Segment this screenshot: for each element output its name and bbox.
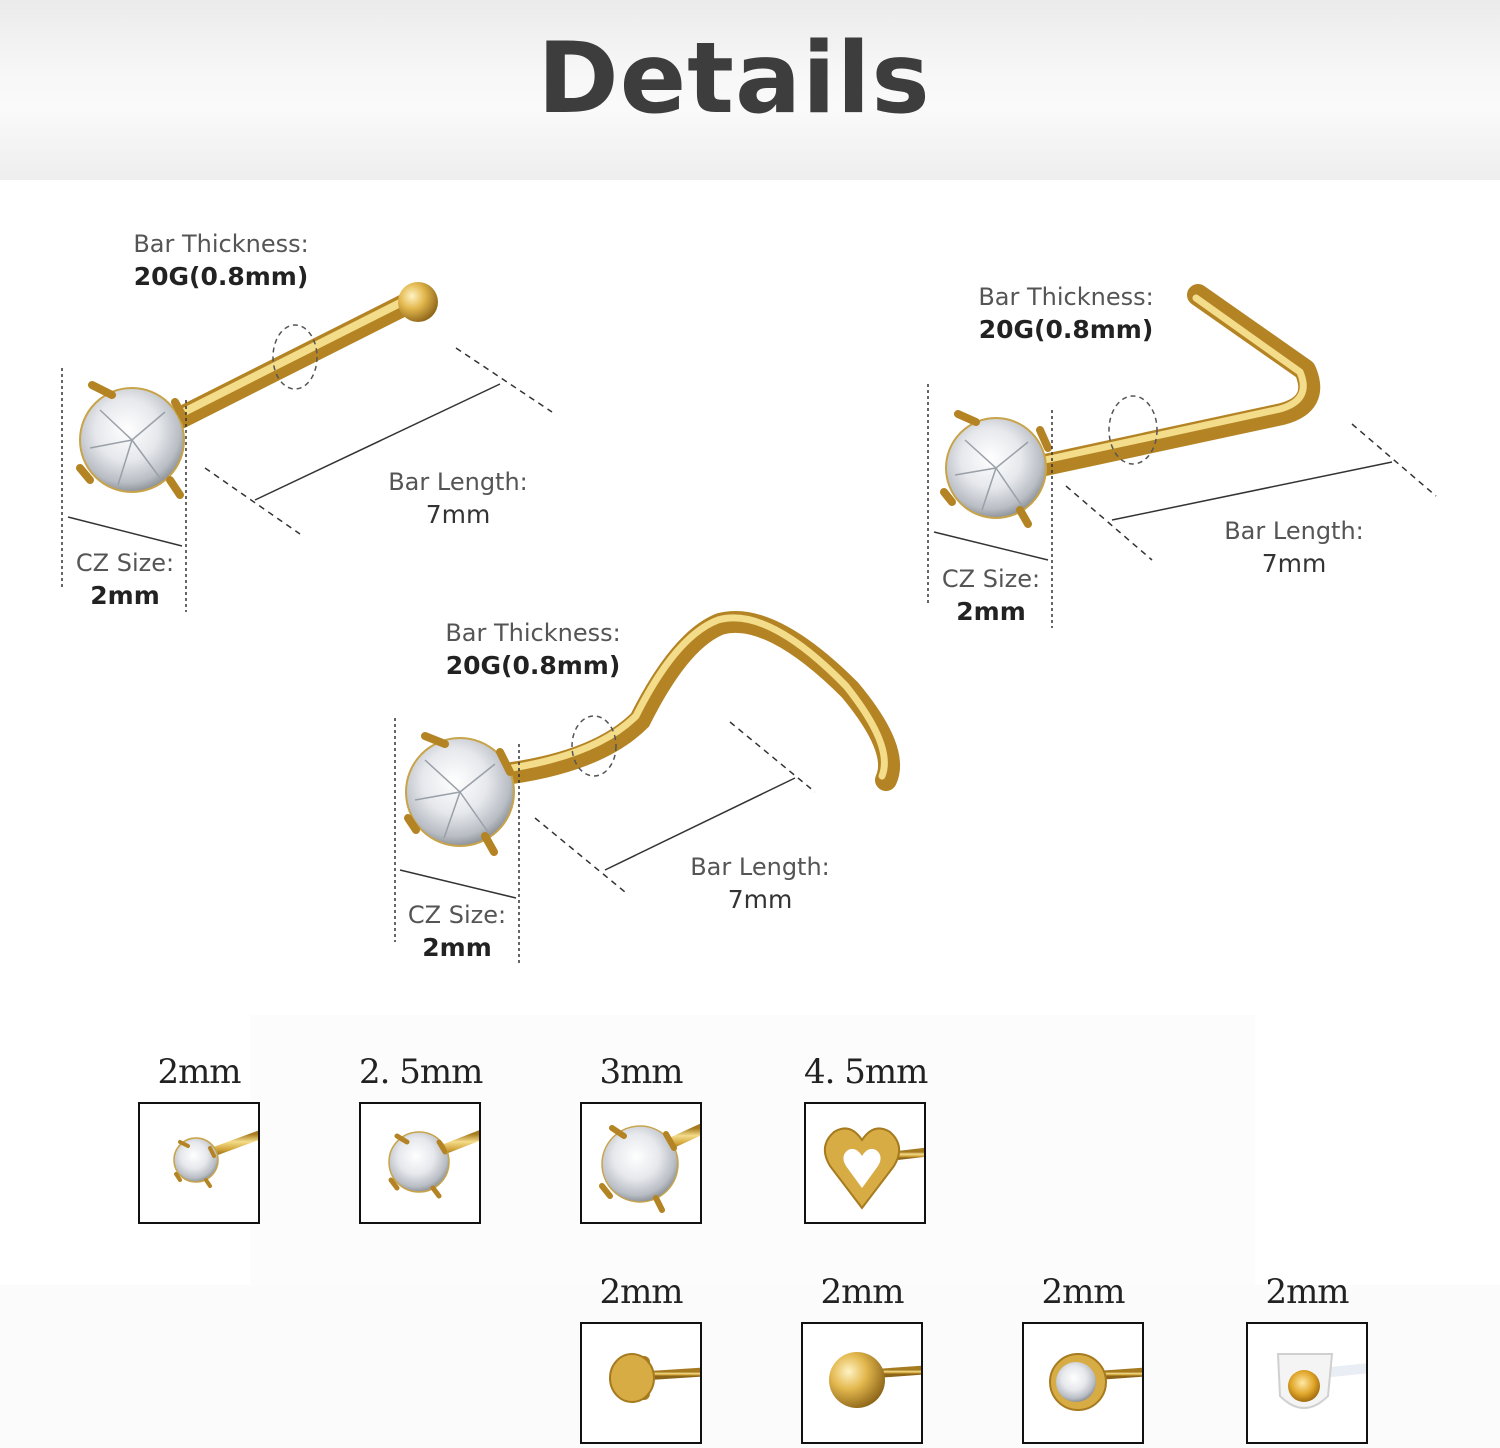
page-title: Details xyxy=(537,22,931,136)
cz-stud-small-icon xyxy=(138,1102,260,1224)
screw-dimension-lines xyxy=(394,718,816,964)
cz-key: CZ Size: xyxy=(941,565,1041,593)
straight-nose-stud xyxy=(76,282,438,499)
screw-cz-label: CZ Size: 2mm xyxy=(327,899,587,965)
size-label: 2. 5mm xyxy=(359,1052,483,1092)
size-option[interactable]: 2. 5mm xyxy=(359,1052,483,1224)
thickness-value: 20G(0.8mm) xyxy=(445,651,621,681)
yellow-cz-stud-icon xyxy=(1246,1322,1368,1444)
size-label: 4. 5mm xyxy=(804,1052,928,1092)
l-shape-length-label: Bar Length: 7mm xyxy=(1164,515,1424,581)
size-option[interactable]: 3mm xyxy=(580,1052,702,1224)
cz-value: 2mm xyxy=(422,933,492,963)
thickness-value: 20G(0.8mm) xyxy=(978,315,1154,345)
bezel-cz-stud-icon xyxy=(1022,1322,1144,1444)
straight-length-label: Bar Length: 7mm xyxy=(328,466,588,532)
straight-cz-label: CZ Size: 2mm xyxy=(0,547,255,613)
thickness-value: 20G(0.8mm) xyxy=(133,262,309,292)
size-option[interactable]: 2mm xyxy=(801,1272,923,1444)
heart-stud-icon xyxy=(804,1102,926,1224)
size-label: 3mm xyxy=(599,1052,683,1092)
size-option[interactable]: 4. 5mm xyxy=(804,1052,928,1224)
length-value: 7mm xyxy=(727,885,793,915)
length-value: 7mm xyxy=(1261,549,1327,579)
size-option[interactable]: 2mm xyxy=(1022,1272,1144,1444)
cz-stud-medium-icon xyxy=(359,1102,481,1224)
thickness-key: Bar Thickness: xyxy=(445,619,621,647)
length-key: Bar Length: xyxy=(1224,517,1364,545)
straight-dimension-lines xyxy=(61,347,553,612)
size-label: 2mm xyxy=(599,1272,683,1312)
l-shape-nose-stud xyxy=(940,284,1321,528)
size-option[interactable]: 2mm xyxy=(138,1052,260,1224)
l-shape-dimension-lines xyxy=(927,384,1437,628)
size-label: 2mm xyxy=(157,1052,241,1092)
cz-value: 2mm xyxy=(90,581,160,611)
straight-thickness-label: Bar Thickness: 20G(0.8mm) xyxy=(91,228,351,294)
thickness-key: Bar Thickness: xyxy=(133,230,309,258)
cz-key: CZ Size: xyxy=(407,901,507,929)
size-option[interactable]: 2mm xyxy=(580,1272,702,1444)
screw-nose-stud xyxy=(404,610,900,856)
length-key: Bar Length: xyxy=(388,468,528,496)
l-shape-thickness-label: Bar Thickness: 20G(0.8mm) xyxy=(936,281,1196,347)
length-key: Bar Length: xyxy=(690,853,830,881)
cz-key: CZ Size: xyxy=(75,549,175,577)
l-shape-cz-label: CZ Size: 2mm xyxy=(861,563,1121,629)
cz-value: 2mm xyxy=(956,597,1026,627)
size-label: 2mm xyxy=(1041,1272,1125,1312)
size-label: 2mm xyxy=(820,1272,904,1312)
screw-thickness-label: Bar Thickness: 20G(0.8mm) xyxy=(403,617,663,683)
cz-stud-large-icon xyxy=(580,1102,702,1224)
screw-length-label: Bar Length: 7mm xyxy=(630,851,890,917)
thickness-key: Bar Thickness: xyxy=(978,283,1154,311)
length-value: 7mm xyxy=(425,500,491,530)
flat-disc-stud-icon xyxy=(580,1322,702,1444)
ball-stud-icon xyxy=(801,1322,923,1444)
header-banner: Details xyxy=(0,0,1500,180)
size-option[interactable]: 2mm xyxy=(1246,1272,1368,1444)
size-label: 2mm xyxy=(1265,1272,1349,1312)
